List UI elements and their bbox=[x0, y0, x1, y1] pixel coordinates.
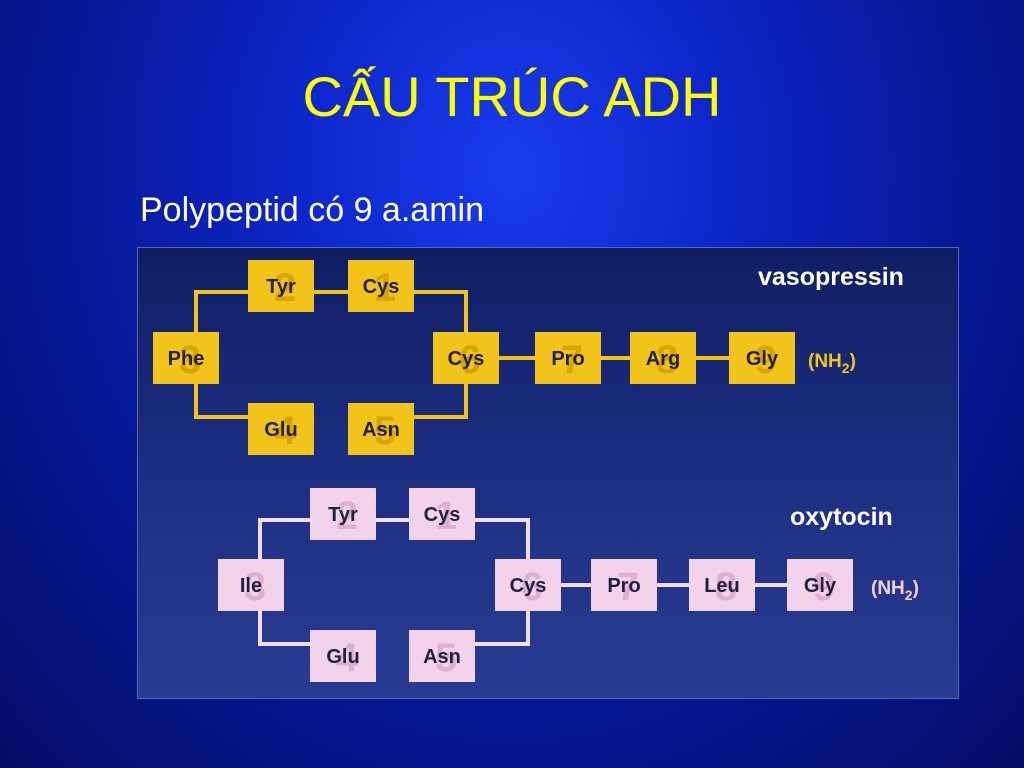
residue-label: Phe bbox=[168, 348, 205, 370]
residue-box bbox=[348, 260, 414, 312]
residue-number: 3 bbox=[179, 338, 201, 382]
residue-number: 3 bbox=[244, 565, 266, 609]
residue-number: 7 bbox=[617, 565, 639, 609]
residue-number: 9 bbox=[813, 565, 835, 609]
residue-number: 5 bbox=[374, 409, 396, 453]
residue-box bbox=[248, 260, 314, 312]
residue-box bbox=[787, 559, 853, 611]
residue-label: Ile bbox=[240, 575, 262, 597]
residue-box bbox=[310, 630, 376, 682]
residue-label: Tyr bbox=[328, 504, 358, 526]
residue-number: 1 bbox=[374, 266, 396, 310]
residue-box bbox=[729, 332, 795, 384]
residue-box bbox=[310, 488, 376, 540]
vasopressin-disulfide-ring bbox=[194, 290, 468, 419]
vasopressin-amide-terminal: (NH2) bbox=[808, 351, 856, 376]
residue-box bbox=[630, 332, 696, 384]
slide-title: CẤU TRÚC ADH bbox=[302, 65, 722, 128]
residue-number: 4 bbox=[336, 636, 359, 680]
residue-label: Leu bbox=[704, 575, 740, 597]
residue-number: 7 bbox=[561, 338, 583, 382]
residue-box bbox=[153, 332, 219, 384]
residue-label: Asn bbox=[362, 419, 400, 441]
residue-number: 1 bbox=[435, 494, 457, 538]
residue-number: 8 bbox=[715, 565, 737, 609]
residue-label: Pro bbox=[551, 348, 584, 370]
residue-box bbox=[689, 559, 755, 611]
residue-box bbox=[409, 488, 475, 540]
residue-number: 4 bbox=[274, 409, 297, 453]
residue-label: Tyr bbox=[266, 276, 296, 298]
residue-label: Asn bbox=[423, 646, 461, 668]
residue-number: 9 bbox=[755, 338, 777, 382]
residue-box bbox=[433, 332, 499, 384]
oxytocin-amide-terminal: (NH2) bbox=[871, 578, 919, 603]
residue-label: Cys bbox=[424, 504, 461, 526]
residue-label: Glu bbox=[326, 646, 359, 668]
slide-subtitle: Polypeptid có 9 a.amin bbox=[140, 191, 484, 229]
residue-box bbox=[535, 332, 601, 384]
residue-label: Cys bbox=[448, 348, 485, 370]
residue-box bbox=[409, 630, 475, 682]
residue-number: 6 bbox=[459, 338, 481, 382]
residue-label: Cys bbox=[510, 575, 547, 597]
residue-label: Cys bbox=[363, 276, 400, 298]
residue-number: 2 bbox=[336, 494, 358, 538]
residue-box bbox=[495, 559, 561, 611]
residue-label: Gly bbox=[804, 575, 837, 597]
residue-label: Pro bbox=[607, 575, 640, 597]
residue-box bbox=[591, 559, 657, 611]
oxytocin-disulfide-ring bbox=[258, 518, 530, 646]
residue-box bbox=[248, 403, 314, 455]
residue-box bbox=[218, 559, 284, 611]
residue-number: 6 bbox=[521, 565, 543, 609]
oxytocin-name: oxytocin bbox=[790, 503, 893, 531]
vasopressin-name: vasopressin bbox=[758, 263, 904, 291]
residue-label: Glu bbox=[264, 419, 297, 441]
residue-box bbox=[348, 403, 414, 455]
residue-number: 5 bbox=[435, 636, 457, 680]
residue-number: 8 bbox=[656, 338, 678, 382]
residue-number: 2 bbox=[274, 266, 296, 310]
residue-label: Gly bbox=[746, 348, 779, 370]
residue-label: Arg bbox=[646, 348, 680, 370]
